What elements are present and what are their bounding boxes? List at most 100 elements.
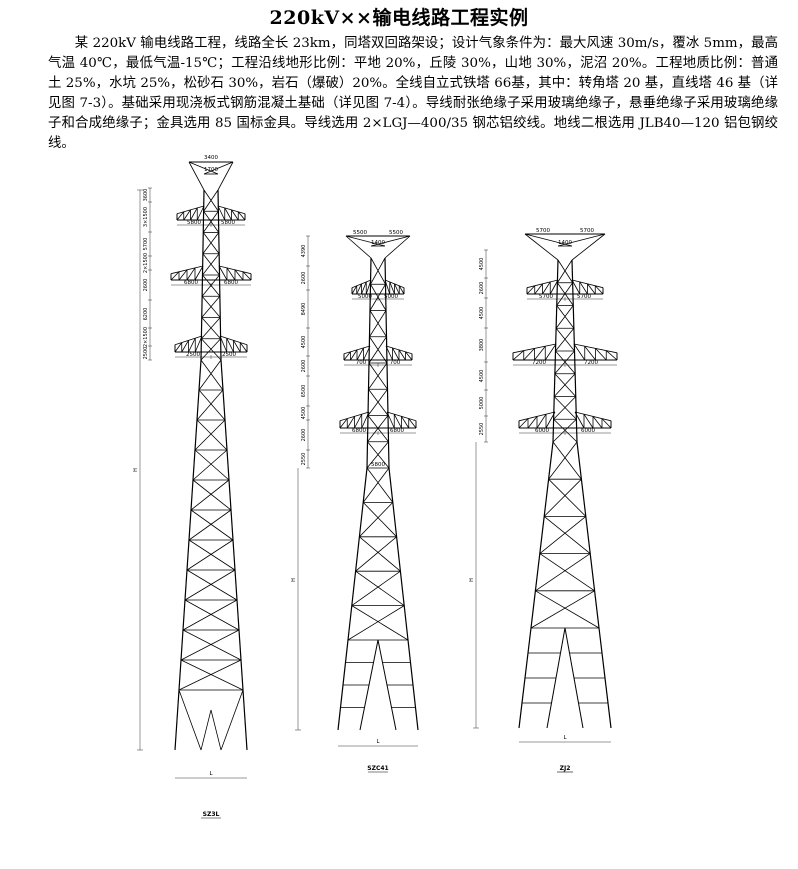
tower-caption: ZJ2 [560, 765, 571, 772]
tower-brace [347, 605, 405, 641]
arm-brace [365, 279, 372, 295]
tower-brace [548, 441, 578, 480]
top-frame [557, 233, 606, 247]
tower-brace [202, 211, 219, 233]
arm-brace [354, 414, 363, 429]
tower-leg [210, 709, 222, 751]
top-frame [203, 161, 234, 175]
vertical-dimension: 2550 [301, 453, 307, 466]
tower-leg [576, 441, 600, 629]
tower-brace [186, 569, 238, 601]
tower-brace [368, 389, 389, 416]
tower-brace [368, 336, 387, 364]
arm-brace [386, 411, 395, 429]
arm-brace [605, 350, 618, 361]
tower-brace [202, 232, 220, 254]
arm-brace [601, 418, 612, 429]
arm-brace [534, 283, 543, 295]
arm-brace [188, 338, 196, 353]
vertical-dimension: 4500 [479, 258, 485, 271]
vertical-dimension: 4500 [301, 336, 307, 349]
arm-brace [242, 271, 252, 281]
tower-middle [295, 235, 419, 773]
arm-brace [226, 267, 236, 281]
tower-brace [553, 396, 577, 420]
arm-brace [170, 271, 180, 281]
arm-dimension-right: 6800 [390, 428, 404, 434]
arm-brace [343, 351, 351, 361]
vertical-dimension: 2600 [301, 429, 307, 442]
tower-brace [201, 295, 221, 318]
arm-brace [583, 413, 594, 429]
arm-brace [237, 211, 246, 221]
arm-dimension-left: 5700 [539, 294, 553, 300]
top-dimension: 3400 [204, 155, 218, 161]
arm-dimension-right: 6000 [581, 428, 595, 434]
arm-dimension-left: 5000 [358, 294, 372, 300]
arm-brace [592, 416, 603, 429]
tower-leg [242, 689, 248, 751]
arm-brace [536, 413, 547, 429]
tower-leg [174, 689, 180, 751]
arm-brace [579, 281, 588, 295]
arm-brace [385, 345, 393, 361]
arm-brace [234, 269, 244, 281]
arm-brace [401, 416, 410, 429]
top-frame [571, 233, 606, 261]
tower-brace [194, 419, 226, 451]
arm-dimension-right: 6800 [224, 280, 238, 286]
vertical-dimension: 2×1500 [143, 253, 149, 273]
arm-brace [218, 265, 228, 281]
tower-brace [368, 362, 388, 390]
tower-brace [362, 502, 397, 538]
vertical-dimension: 5700 [143, 238, 149, 251]
tower-brace [196, 389, 224, 421]
arm-brace [233, 340, 241, 353]
arm-brace [595, 348, 607, 361]
arm-brace [587, 283, 596, 295]
top-dimension: 1400 [371, 240, 385, 246]
tower-brace [369, 284, 386, 311]
top-frame [345, 235, 372, 259]
arm-dimension-right: 7200 [584, 360, 598, 366]
vertical-dimension: 4500 [479, 307, 485, 320]
tower-brace [555, 350, 576, 375]
tower-brace [184, 569, 236, 601]
arm-brace [174, 342, 183, 353]
tower-brace [359, 536, 401, 572]
tower-brace [366, 467, 394, 503]
page-title: 220kV××输电线路工程实例 [269, 7, 529, 29]
arm-brace [542, 281, 551, 295]
arm-brace [573, 343, 586, 361]
arm-brace [363, 345, 371, 361]
arm-dimension-right: 700 [390, 360, 401, 366]
tower-brace [188, 539, 236, 571]
vertical-dimension: 4500 [301, 407, 307, 420]
arm-brace [194, 265, 204, 281]
arm-brace [183, 209, 191, 221]
tower-brace [370, 284, 387, 311]
arm-brace [584, 345, 596, 361]
intro-text: 某 220kV 输电线路工程，线路全长 23km，同塔双回路架设；设计气象条件为… [48, 36, 778, 151]
top-dimension: 5700 [536, 228, 550, 234]
vertical-dimension: 3600 [143, 189, 149, 202]
tower-leg [220, 689, 244, 751]
tower-leg [200, 709, 212, 751]
tower-brace [178, 659, 242, 691]
vertical-dimension: 2600 [143, 279, 149, 292]
tower-brace [554, 373, 577, 397]
tower-brace [351, 605, 409, 641]
tower-brace [359, 502, 394, 538]
arm-brace [574, 411, 585, 429]
tower-brace [548, 478, 587, 517]
arm-brace [351, 285, 358, 295]
tower-brace [368, 362, 388, 390]
arm-brace [186, 267, 196, 281]
vertical-dimension: 4500 [479, 370, 485, 383]
vertical-dimension: 5000 [479, 397, 485, 410]
tower-brace [367, 389, 388, 416]
tower-brace [539, 516, 587, 554]
vertical-dimension: 6200 [143, 308, 149, 321]
base-label: L [376, 739, 380, 745]
vertical-dimension: 8490 [301, 303, 307, 316]
